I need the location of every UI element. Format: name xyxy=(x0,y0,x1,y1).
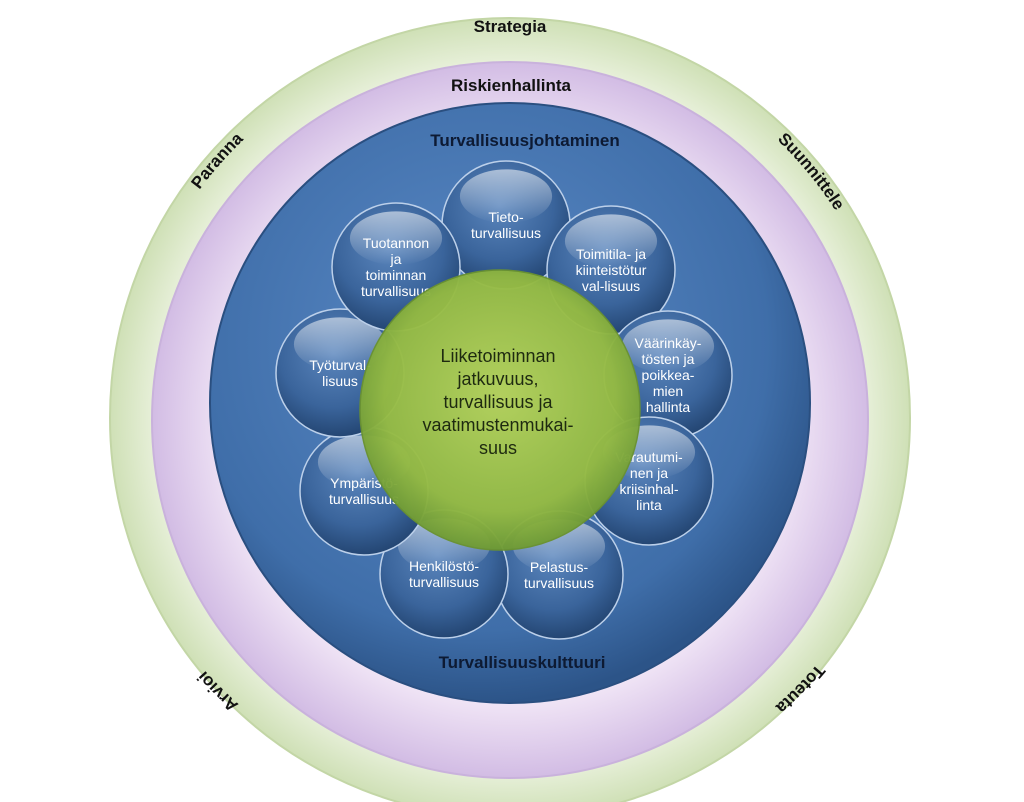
bubble-label-line: tösten ja xyxy=(642,351,695,367)
bubble-label: Pelastus-turvallisuus xyxy=(524,559,594,591)
bubble-label-line: toiminnan xyxy=(366,267,427,283)
bubble-label-line: Tieto- xyxy=(488,209,524,225)
bubble-label-line: Työturval- xyxy=(309,357,371,373)
security-culture-title: Turvallisuuskulttuuri xyxy=(439,653,606,672)
bubble-highlight xyxy=(349,211,443,266)
bubble-label-line: Pelastus- xyxy=(530,559,589,575)
bubble-label-line: val-lisuus xyxy=(582,278,640,294)
bubble-label-line: Henkilöstö- xyxy=(409,558,479,574)
center-label-line: vaatimustenmukai- xyxy=(422,415,573,435)
bubble-highlight xyxy=(621,319,715,374)
bubble-label-line: turvallisuus xyxy=(471,225,541,241)
bubble-label-line: poikkea- xyxy=(642,367,695,383)
business-continuity-center: Liiketoiminnan jatkuvuus, turvallisuus ja v… xyxy=(359,269,641,551)
bubble-label-line: kiinteistötur xyxy=(576,262,647,278)
bubble-label-line: linta xyxy=(636,497,662,513)
bubble-label-line: ja xyxy=(390,251,402,267)
bubble-label-line: Tuotannon xyxy=(363,235,429,251)
bubble-label-line: turvallisuus xyxy=(409,574,479,590)
bubble-highlight xyxy=(564,214,658,269)
bubble-label-line: turvallisuus xyxy=(329,491,399,507)
bubble-label-line: kriisinhal- xyxy=(619,481,678,497)
security-management-title: Turvallisuusjohtaminen xyxy=(430,131,620,150)
strategy-title: Strategia xyxy=(474,17,547,36)
bubble-label-line: lisuus xyxy=(322,373,358,389)
center-label-line: suus xyxy=(479,438,517,458)
center-label-line: turvallisuus ja xyxy=(443,392,553,412)
center-label-line: Liiketoiminnan xyxy=(440,346,555,366)
bubble-label-line: mien xyxy=(653,383,683,399)
bubble-label-line: Toimitila- ja xyxy=(576,246,646,262)
bubble-label: Tieto-turvallisuus xyxy=(471,209,541,241)
center-label: Liiketoiminnan jatkuvuus, turvallisuus ja v… xyxy=(422,346,573,458)
bubble-label-line: hallinta xyxy=(646,399,691,415)
bubble-label-line: turvallisuus xyxy=(361,283,431,299)
bubble-label: Työturval-lisuus xyxy=(309,357,371,389)
bubble-label-line: turvallisuus xyxy=(524,575,594,591)
bubble-highlight xyxy=(459,169,553,224)
center-label-line: jatkuvuus, xyxy=(456,369,538,389)
bubble-label-line: Väärinkäy- xyxy=(635,335,702,351)
risk-management-title: Riskienhallinta xyxy=(451,76,572,95)
bubble-label: Henkilöstö-turvallisuus xyxy=(409,558,479,590)
bubble-highlight xyxy=(293,317,387,372)
bubble-label-line: nen ja xyxy=(630,465,668,481)
